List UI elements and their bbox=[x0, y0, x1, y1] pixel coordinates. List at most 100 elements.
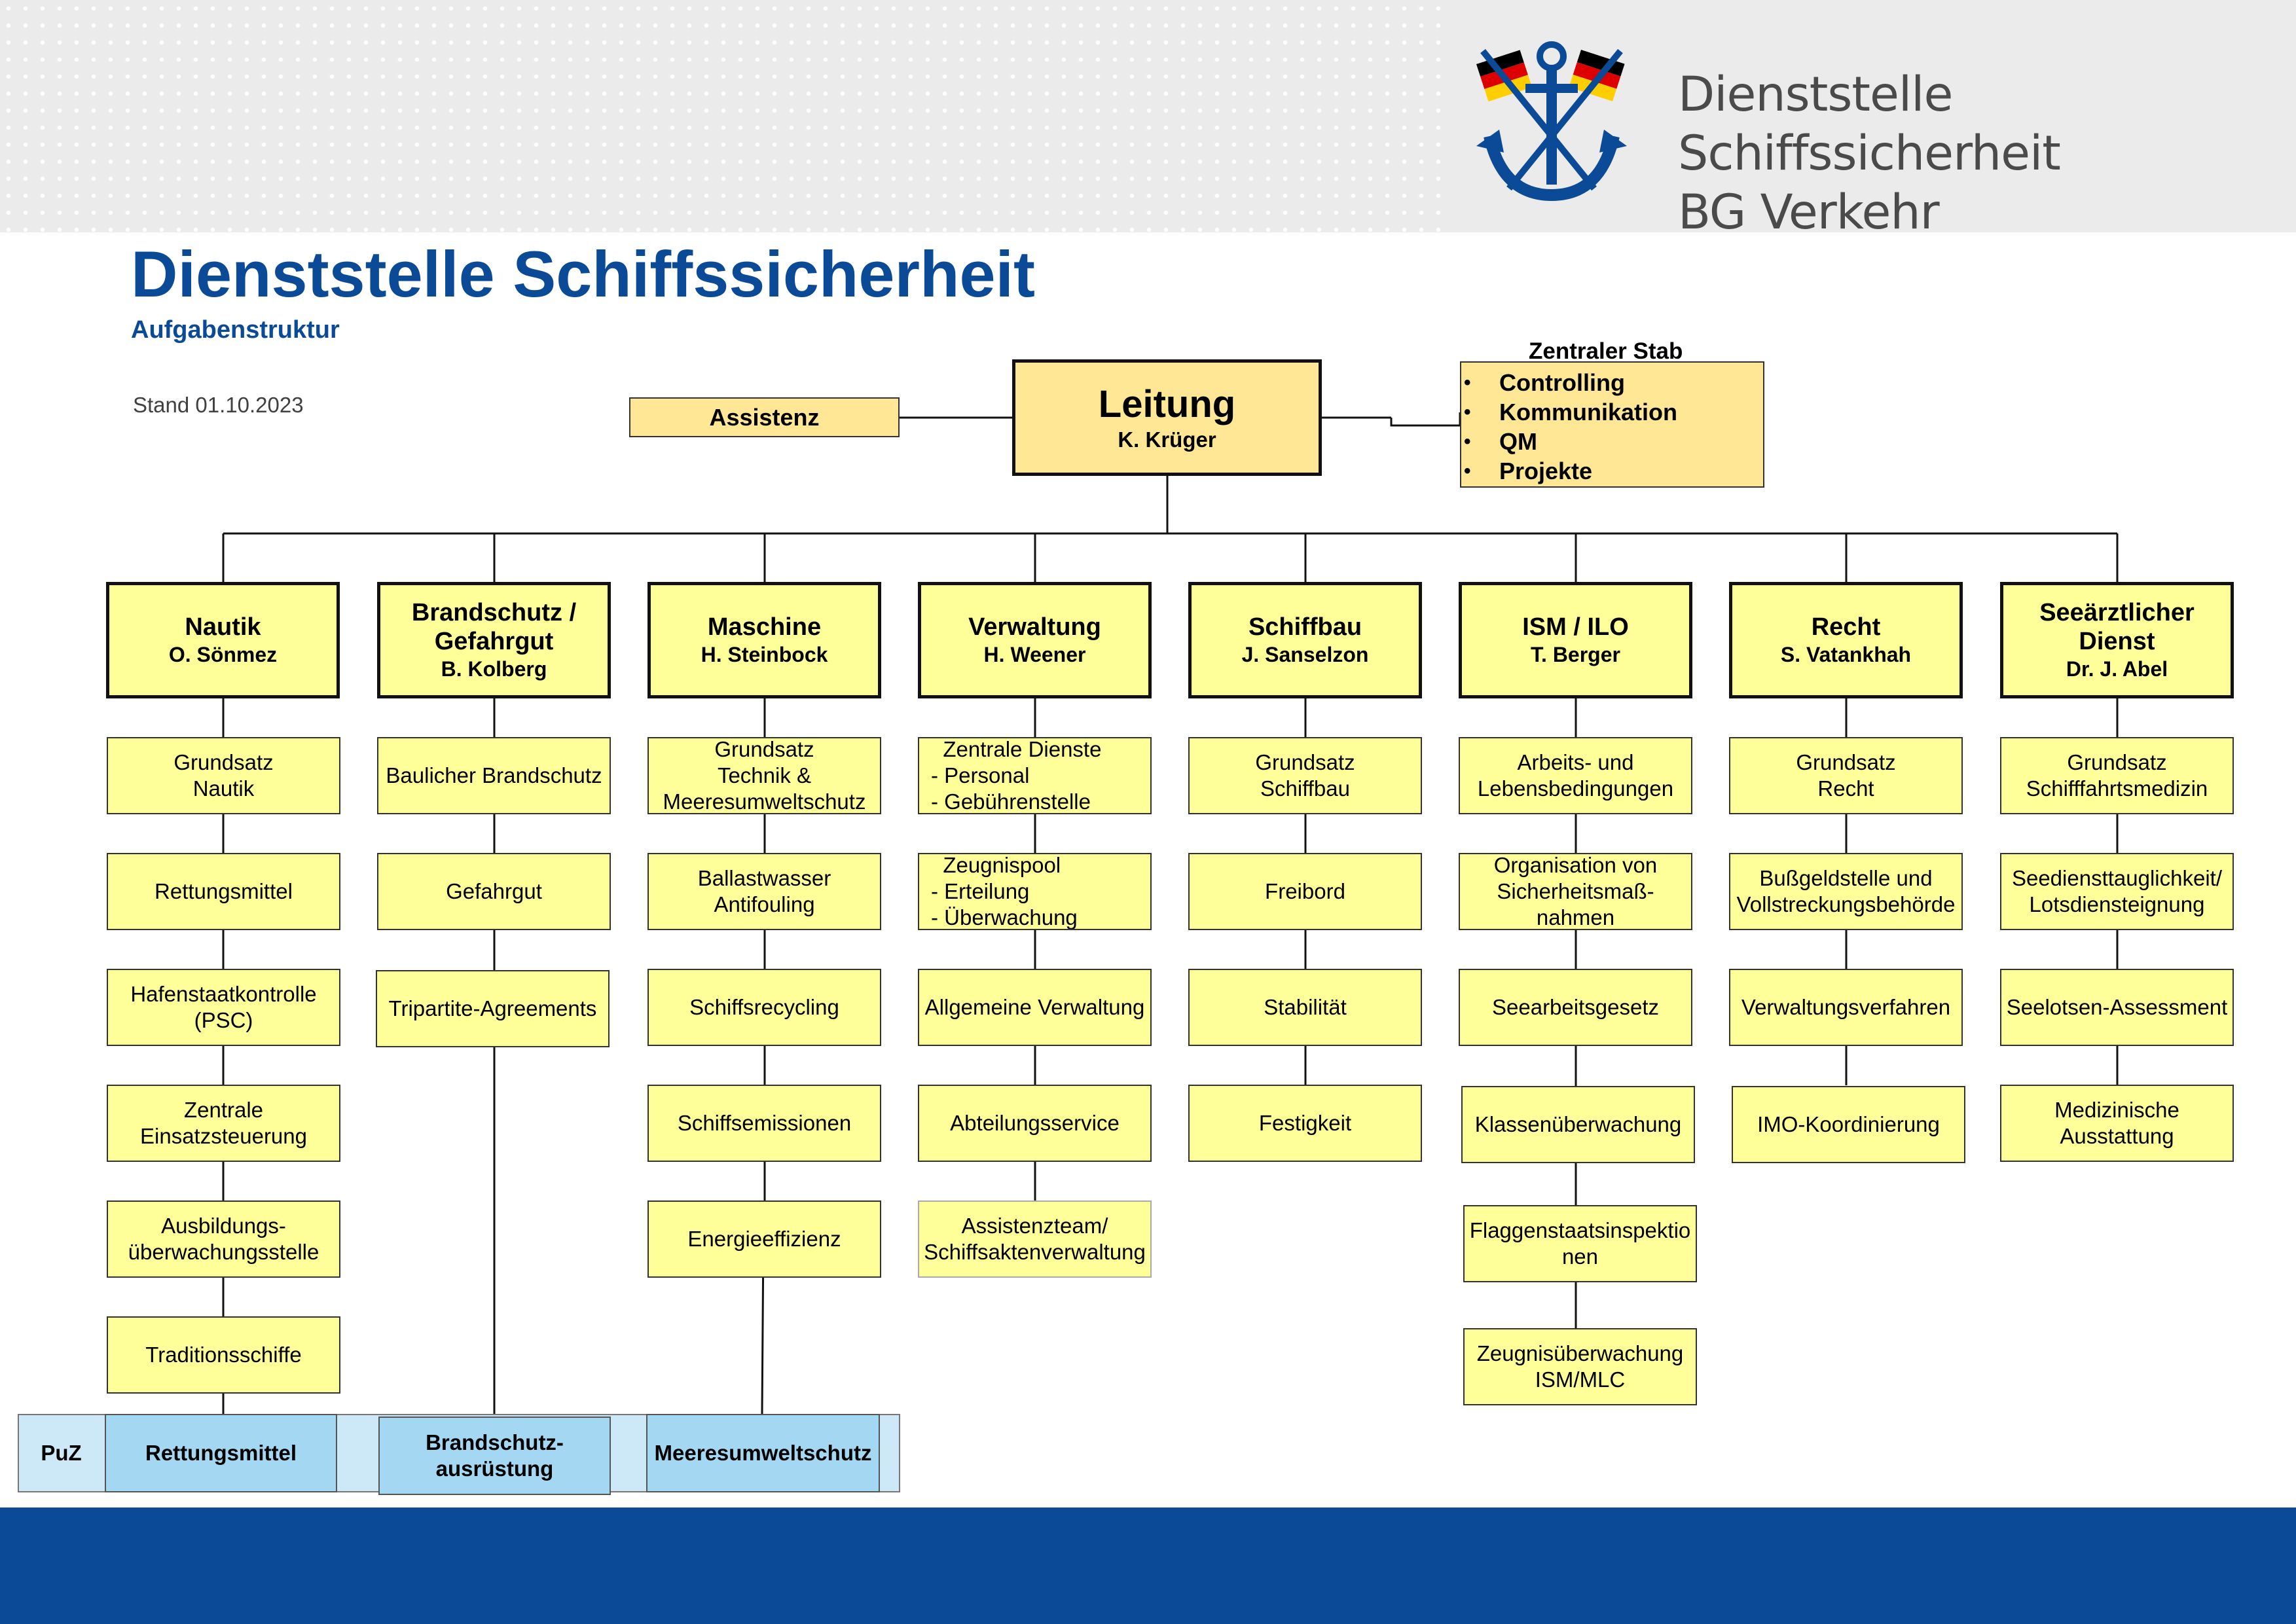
unit-label: Grundsatz Technik & Meeresumweltschutz bbox=[663, 737, 866, 814]
puz-item-label: Meeresumweltschutz bbox=[654, 1441, 872, 1465]
dept-head-nautik: Nautik O. Sönmez bbox=[106, 582, 340, 698]
unit-box: Gefahrgut bbox=[377, 853, 611, 930]
org-name-line1: Dienststelle Schiffssicherheit bbox=[1678, 67, 2061, 181]
unit-label: Klassenüberwachung bbox=[1474, 1112, 1682, 1136]
unit-box: Arbeits- und Lebensbedingungen bbox=[1459, 737, 1692, 814]
dept-title: Nautik bbox=[185, 613, 261, 641]
dept-head-name: H. Weener bbox=[983, 643, 1086, 666]
stab-item: •Projekte bbox=[1464, 458, 1593, 484]
unit-box: Grundsatz Schiffbau bbox=[1188, 737, 1422, 814]
leitung-title: Leitung bbox=[1098, 383, 1236, 425]
unit-box: Abteilungsservice bbox=[918, 1085, 1152, 1162]
dept-title: ISM / ILO bbox=[1522, 613, 1629, 641]
unit-box: IMO-Koordinierung bbox=[1732, 1086, 1965, 1163]
unit-box: Zentrale Dienste - Personal - Gebührenst… bbox=[918, 737, 1152, 814]
dept-head-ism-ilo: ISM / ILO T. Berger bbox=[1459, 582, 1692, 698]
stab-item-label: Kommunikation bbox=[1499, 399, 1678, 425]
stab-item-label: Projekte bbox=[1499, 458, 1593, 484]
unit-label: Organisation von Sicherheitsmaß- nahmen bbox=[1493, 853, 1658, 929]
unit-label: Verwaltungsverfahren bbox=[1741, 995, 1951, 1019]
unit-label: Tripartite-Agreements bbox=[388, 996, 597, 1020]
date-stamp: Stand 01.10.2023 bbox=[133, 393, 304, 417]
unit-box: Hafenstaatkontrolle (PSC) bbox=[107, 969, 340, 1046]
header-band: Dienststelle Schiffssicherheit BG Verkeh… bbox=[0, 0, 2296, 240]
unit-label: Schiffsemissionen bbox=[677, 1111, 852, 1135]
unit-box: Klassenüberwachung bbox=[1461, 1086, 1695, 1163]
unit-label: Zeugnisüberwachung ISM/MLC bbox=[1476, 1341, 1684, 1392]
unit-box: Rettungsmittel bbox=[107, 853, 340, 930]
unit-label: Bußgeldstelle und Vollstreckungsbehörde bbox=[1736, 866, 1956, 916]
unit-box: Ballastwasser Antifouling bbox=[647, 853, 881, 930]
dept-title: Brandschutz / Gefahrgut bbox=[411, 599, 577, 655]
dept-head-schiffbau: Schiffbau J. Sanselzon bbox=[1188, 582, 1422, 698]
unit-box: Assistenzteam/ Schiffsaktenverwaltung bbox=[918, 1200, 1152, 1278]
unit-box: Energieeffizienz bbox=[647, 1200, 881, 1278]
dept-head-name: H. Steinbock bbox=[701, 643, 828, 666]
stab-item-label: QM bbox=[1499, 428, 1537, 455]
unit-label: Medizinische Ausstattung bbox=[2054, 1098, 2179, 1148]
unit-label: Festigkeit bbox=[1258, 1111, 1352, 1135]
unit-label: Seelotsen-Assessment bbox=[2006, 995, 2228, 1019]
unit-label: Rettungsmittel bbox=[155, 879, 293, 903]
dept-head-name: J. Sanselzon bbox=[1241, 643, 1369, 666]
unit-box: Festigkeit bbox=[1188, 1085, 1422, 1162]
dept-head-maschine: Maschine H. Steinbock bbox=[647, 582, 881, 698]
unit-box: Grundsatz Nautik bbox=[107, 737, 340, 814]
unit-box: Medizinische Ausstattung bbox=[2000, 1085, 2234, 1162]
zentraler-stab-box: •Controlling •Kommunikation •QM •Projekt… bbox=[1460, 361, 1764, 488]
unit-label: Freibord bbox=[1265, 879, 1345, 903]
unit-label: Grundsatz Schifffahrtsmedizin bbox=[2026, 750, 2208, 801]
assistenz-label: Assistenz bbox=[709, 403, 820, 431]
unit-box: Ausbildungs- überwachungsstelle bbox=[107, 1200, 340, 1278]
unit-label: Schiffsrecycling bbox=[689, 995, 839, 1019]
unit-label: Zentrale Dienste - Personal - Gebührenst… bbox=[931, 737, 1102, 814]
dept-head-name: T. Berger bbox=[1531, 643, 1620, 666]
dot-pattern bbox=[0, 0, 1453, 232]
unit-label: Seearbeitsgesetz bbox=[1492, 995, 1659, 1019]
unit-box: Zeugnisüberwachung ISM/MLC bbox=[1463, 1328, 1697, 1405]
unit-label: Grundsatz Recht bbox=[1796, 750, 1896, 801]
unit-box: Grundsatz Recht bbox=[1729, 737, 1963, 814]
unit-box: Stabilität bbox=[1188, 969, 1422, 1046]
unit-box: Traditionsschiffe bbox=[107, 1316, 340, 1394]
dept-title: Maschine bbox=[707, 613, 822, 641]
dept-head-brandschutz: Brandschutz / Gefahrgut B. Kolberg bbox=[377, 582, 611, 698]
stab-item: •QM bbox=[1464, 428, 1537, 455]
dept-title: Seeärztlicher Dienst bbox=[2039, 599, 2195, 655]
unit-label: Ausbildungs- überwachungsstelle bbox=[128, 1214, 319, 1264]
unit-box: Baulicher Brandschutz bbox=[377, 737, 611, 814]
unit-box: Allgemeine Verwaltung bbox=[918, 969, 1152, 1046]
unit-label: Grundsatz Schiffbau bbox=[1255, 750, 1355, 801]
unit-box: Organisation von Sicherheitsmaß- nahmen bbox=[1459, 853, 1692, 930]
unit-label: Stabilität bbox=[1264, 995, 1347, 1019]
unit-label: Assistenzteam/ Schiffsaktenverwaltung bbox=[924, 1214, 1146, 1264]
unit-label: Zentrale Einsatzsteuerung bbox=[140, 1098, 307, 1148]
leitung-name: K. Krüger bbox=[1118, 427, 1216, 452]
stab-item: •Controlling bbox=[1464, 369, 1625, 396]
unit-box: Zentrale Einsatzsteuerung bbox=[107, 1085, 340, 1162]
dept-head-name: Dr. J. Abel bbox=[2066, 657, 2168, 681]
puz-label-text: PuZ bbox=[41, 1441, 82, 1465]
puz-item-label: Brandschutz- ausrüstung bbox=[426, 1430, 564, 1481]
dept-head-seeaerztlich: Seeärztlicher Dienst Dr. J. Abel bbox=[2000, 582, 2234, 698]
unit-box: Seelotsen-Assessment bbox=[2000, 969, 2234, 1046]
unit-label: Abteilungsservice bbox=[950, 1111, 1120, 1135]
unit-label: IMO-Koordinierung bbox=[1757, 1112, 1940, 1136]
puz-item-rettungsmittel: Rettungsmittel bbox=[105, 1414, 337, 1492]
dept-head-name: O. Sönmez bbox=[168, 643, 278, 666]
dept-title: Recht bbox=[1811, 613, 1881, 641]
unit-label: Zeugnispool - Erteilung - Überwachung bbox=[931, 853, 1078, 929]
unit-box: Verwaltungsverfahren bbox=[1729, 969, 1963, 1046]
stab-item-label: Controlling bbox=[1499, 369, 1625, 396]
unit-box: Seearbeitsgesetz bbox=[1459, 969, 1692, 1046]
unit-box: Zeugnispool - Erteilung - Überwachung bbox=[918, 853, 1152, 930]
stab-item: •Kommunikation bbox=[1464, 399, 1678, 425]
unit-label: Arbeits- und Lebensbedingungen bbox=[1477, 750, 1674, 801]
unit-box: Schiffsrecycling bbox=[647, 969, 881, 1046]
unit-label: Energieeffizienz bbox=[687, 1227, 841, 1251]
unit-box: Flaggenstaatsinspektio nen bbox=[1463, 1205, 1697, 1282]
org-name: Dienststelle Schiffssicherheit BG Verkeh… bbox=[1678, 65, 2296, 242]
assistenz-box: Assistenz bbox=[629, 397, 900, 437]
unit-box: Grundsatz Technik & Meeresumweltschutz bbox=[647, 737, 881, 814]
dept-head-verwaltung: Verwaltung H. Weener bbox=[918, 582, 1152, 698]
